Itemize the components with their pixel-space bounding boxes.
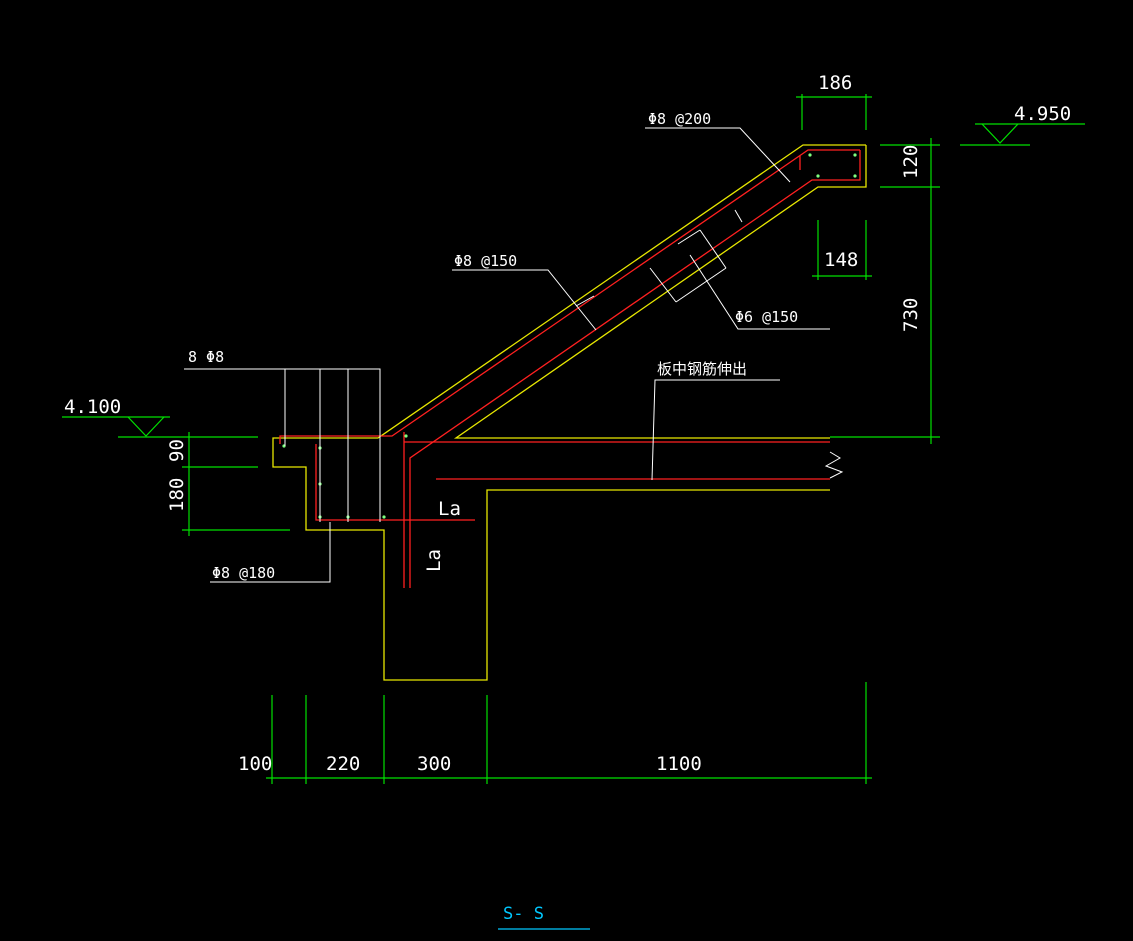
label-anchor-v: La	[423, 549, 445, 572]
label-slab-extend: 板中钢筋伸出	[657, 360, 747, 378]
dim-90: 90	[166, 439, 188, 462]
dim-730: 730	[900, 298, 922, 332]
rebar-lines	[279, 149, 861, 588]
dimension-lines	[62, 94, 1085, 784]
dim-120: 120	[900, 145, 922, 179]
label-anchor-h: La	[438, 498, 461, 520]
label-step-stirrup: Φ8 @180	[212, 564, 275, 582]
dimension-texts: 186 148 120 730 90 180 100 220 300 1100 …	[64, 72, 1071, 775]
label-top-bar: Φ8 @200	[648, 110, 711, 128]
dim-300: 300	[417, 753, 451, 775]
label-slope-bar: Φ8 @150	[454, 252, 517, 270]
dim-220: 220	[326, 753, 360, 775]
drawing-title: S- S	[503, 904, 544, 924]
leader-lines	[184, 127, 830, 583]
dim-180: 180	[166, 478, 188, 512]
concrete-outline	[272, 144, 867, 681]
elevation-bottom: 4.100	[64, 396, 121, 418]
dim-186: 186	[818, 72, 852, 94]
dim-1100: 1100	[656, 753, 702, 775]
dim-100: 100	[238, 753, 272, 775]
label-step-bars: 8 Φ8	[188, 348, 224, 366]
rebar-dots	[282, 153, 857, 519]
rebar-texts: Φ8 @200 Φ8 @150 Φ6 @150 8 Φ8 Φ8 @180 板中钢…	[188, 110, 798, 582]
label-dist-bar: Φ6 @150	[735, 308, 798, 326]
elevation-top: 4.950	[1014, 103, 1071, 125]
dim-148: 148	[824, 249, 858, 271]
